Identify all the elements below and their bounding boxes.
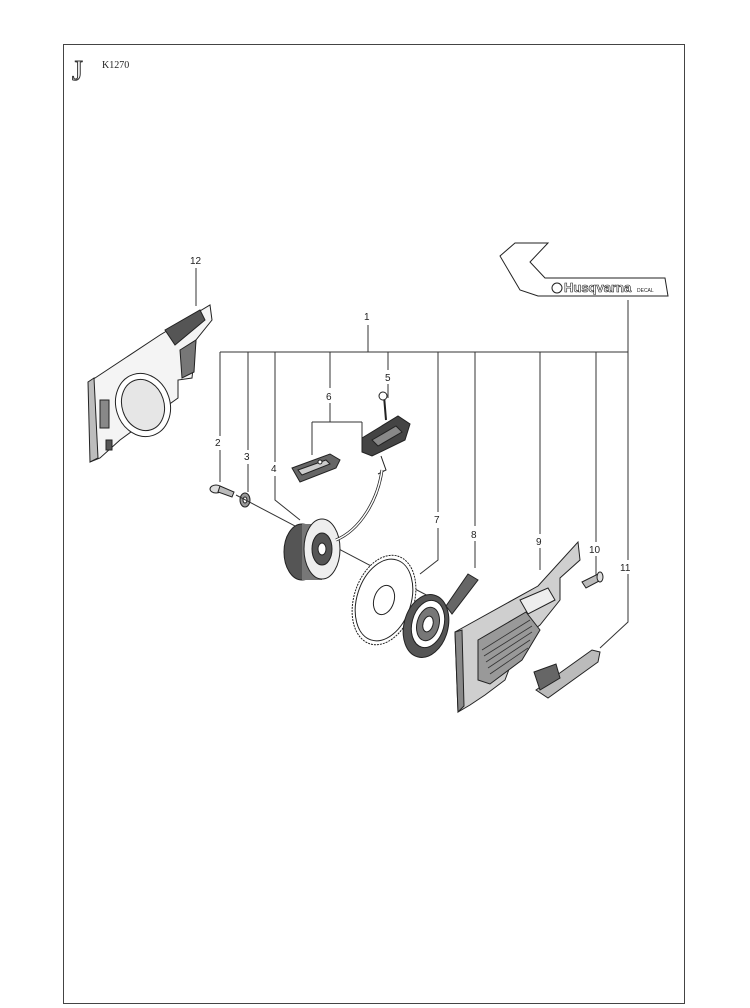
part-2-screw: [209, 484, 235, 498]
callout-11: 11: [620, 563, 631, 574]
callout-8: 8: [471, 530, 477, 541]
part-6-rope-guide: [291, 453, 341, 483]
model-code: K1270: [102, 60, 130, 71]
part-9-starter-housing: [454, 540, 601, 714]
part-10-screw: [581, 571, 604, 589]
callout-5: 5: [385, 373, 391, 384]
callout-4: 4: [271, 464, 277, 475]
brand-decal: [499, 242, 669, 297]
section-letter: J: [72, 56, 84, 87]
page-frame: [63, 44, 685, 1004]
part-8-spring-cassette: [402, 573, 479, 658]
callout-6: 6: [326, 392, 332, 403]
callout-10: 10: [589, 545, 601, 556]
starter-rope: [335, 469, 384, 542]
callout-7: 7: [434, 515, 440, 526]
brand-decal-tag: DECAL: [637, 288, 654, 294]
callout-12: 12: [190, 256, 202, 267]
callout-1: 1: [364, 312, 370, 323]
callout-3: 3: [244, 452, 250, 463]
part-12-shield-plate: [87, 304, 213, 463]
callout-9: 9: [536, 537, 542, 548]
part-7-spring-disc: [351, 554, 417, 646]
assembly-axis: [235, 494, 456, 611]
part-5-starter-handle: [361, 391, 411, 475]
leader-lines: [195, 268, 629, 649]
callout-2: 2: [215, 438, 221, 449]
brand-decal-text: Husqvarna: [564, 280, 632, 295]
part-4-pulley: [283, 518, 341, 581]
